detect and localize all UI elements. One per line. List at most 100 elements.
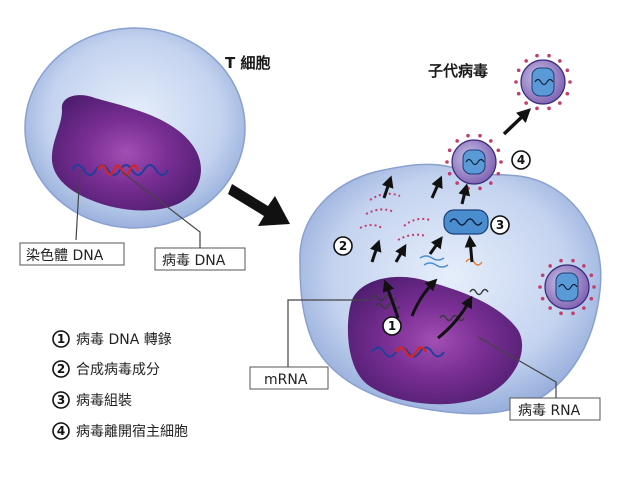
spike <box>524 59 528 63</box>
spike <box>540 296 545 301</box>
spike <box>514 80 518 84</box>
edge-virus <box>544 264 590 310</box>
mrna-label: mRNA <box>264 372 308 388</box>
progeny-virus-title: 子代病毒 <box>428 62 488 80</box>
arrow-release <box>502 108 532 136</box>
spike <box>558 101 562 105</box>
legend-step-2: 2 合成病毒成分 <box>52 360 160 378</box>
svg-text:4: 4 <box>517 153 525 167</box>
svg-text:3: 3 <box>496 218 504 232</box>
spike <box>516 68 521 73</box>
viral-dna-box <box>154 247 246 271</box>
provirus-dna-strand <box>394 346 428 358</box>
arrow-3 <box>437 295 473 340</box>
chromosome-dna-leader <box>75 169 81 241</box>
svg-text:2: 2 <box>57 362 65 376</box>
spike <box>589 273 594 278</box>
t-cell-title: T 細胞 <box>225 54 270 72</box>
viral-dna-leader <box>121 171 201 248</box>
diagram-step-3: 3 <box>490 215 510 235</box>
spike <box>565 68 570 73</box>
viral-dna-label: 病毒 DNA <box>162 253 226 269</box>
spike <box>582 264 586 268</box>
viral-rna-box <box>509 397 601 421</box>
spike <box>559 311 563 316</box>
envelope-spikes <box>445 53 596 316</box>
legend-step-4-text: 病毒離開宿主細胞 <box>76 423 188 440</box>
spike <box>455 139 459 143</box>
spike <box>592 285 596 289</box>
t-cell-left <box>24 27 246 229</box>
spike <box>496 148 501 153</box>
infected-cell-nucleus <box>347 276 523 405</box>
spike <box>565 91 570 96</box>
spike <box>516 91 521 96</box>
spike <box>589 296 594 301</box>
mrna-box <box>249 366 329 390</box>
spike <box>489 181 493 185</box>
legend-step-3-text: 病毒組裝 <box>76 393 132 409</box>
assembling-virus <box>443 209 489 235</box>
diagram-step-2: 2 <box>333 236 353 256</box>
arrow-2 <box>410 278 438 317</box>
spike <box>558 59 562 63</box>
arrow-4 <box>370 239 382 263</box>
arrow-7 <box>464 235 477 263</box>
spike <box>496 171 501 176</box>
arrow-1 <box>382 279 400 319</box>
spike <box>466 133 470 138</box>
chromosome-dna-strand <box>71 164 169 176</box>
viral-rna-fragments <box>419 255 483 268</box>
spike <box>571 311 575 316</box>
svg-text:1: 1 <box>57 332 65 346</box>
spike <box>445 160 449 164</box>
budding-virus <box>451 139 497 185</box>
spike <box>455 181 459 185</box>
viral-rna-leader <box>477 336 557 398</box>
diagram-step-1: 1 <box>382 316 402 336</box>
infected-cell <box>299 163 602 415</box>
arrow-8 <box>458 183 471 205</box>
spike <box>499 160 503 164</box>
viral-rna-label: 病毒 RNA <box>518 403 581 419</box>
diagram-step-4: 4 <box>511 150 531 170</box>
spike <box>582 306 586 310</box>
svg-text:2: 2 <box>339 239 347 253</box>
svg-text:3: 3 <box>57 393 65 407</box>
spike <box>447 148 452 153</box>
big-arrow <box>228 184 290 226</box>
spike <box>538 285 542 289</box>
spike <box>568 80 572 84</box>
chromosome-dna-box <box>19 242 125 266</box>
arrow-5 <box>394 243 407 263</box>
spike <box>447 171 452 176</box>
integrated-viral-dna-strand <box>96 164 140 176</box>
spike <box>478 133 482 138</box>
progeny-virus <box>520 59 566 105</box>
arrow-9 <box>382 175 394 199</box>
spike <box>547 106 551 111</box>
spike <box>524 101 528 105</box>
arrow-10 <box>430 175 443 199</box>
spike <box>478 186 482 191</box>
spike <box>535 53 539 58</box>
svg-text:4: 4 <box>57 424 65 438</box>
steps-legend: 1 病毒 DNA 轉錄 2 合成病毒成分 3 病毒組裝 4 病毒離開宿主細胞 <box>52 330 188 440</box>
spike <box>547 53 551 58</box>
legend-step-1: 1 病毒 DNA 轉錄 <box>52 330 172 348</box>
mrna-leader <box>287 299 372 368</box>
spike <box>548 264 552 268</box>
spike <box>535 106 539 111</box>
spike <box>548 306 552 310</box>
spike <box>559 258 563 263</box>
spike <box>540 273 545 278</box>
t-cell-nucleus <box>51 95 201 211</box>
spike <box>489 139 493 143</box>
spike <box>571 258 575 263</box>
legend-step-3: 3 病毒組裝 <box>52 391 132 409</box>
svg-text:1: 1 <box>388 319 396 333</box>
host-dna-strand <box>371 346 445 358</box>
legend-step-2-text: 合成病毒成分 <box>76 362 160 378</box>
legend-step-1-text: 病毒 DNA 轉錄 <box>76 332 172 348</box>
